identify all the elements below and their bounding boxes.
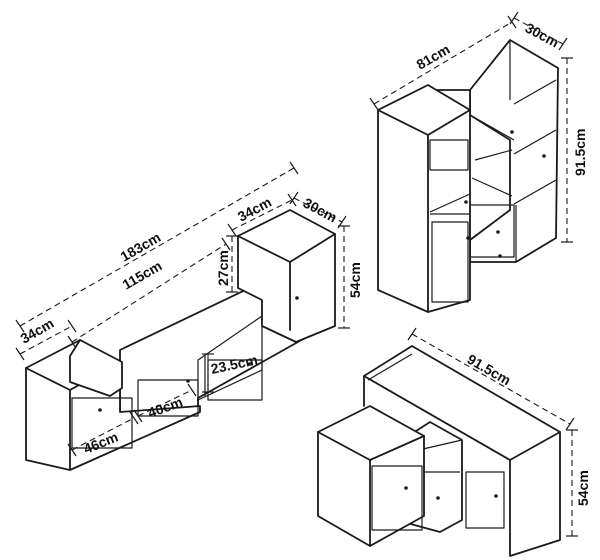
compact-dimensions [407, 327, 578, 537]
vertical-dimensions [369, 11, 573, 243]
label-left-top-width: 34cm [18, 315, 57, 347]
label-left-height: 54cm [347, 262, 363, 298]
label-top-width: 81cm [414, 41, 453, 73]
horizontal-configuration [25, 209, 336, 471]
compact-configuration [317, 345, 561, 557]
horizontal-dimensions [15, 161, 350, 457]
label-top-depth: 30cm [523, 20, 562, 51]
label-left-step: 27cm [215, 250, 231, 286]
label-top-height: 91.5cm [572, 129, 588, 176]
vertical-configuration [377, 39, 559, 313]
label-bottom-height: 54cm [575, 470, 591, 506]
